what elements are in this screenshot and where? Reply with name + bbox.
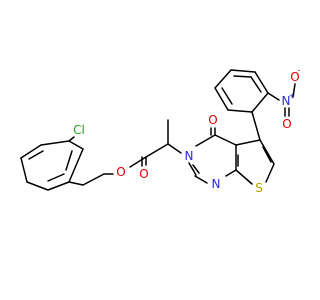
- bond: [267, 92, 280, 101]
- bond: [292, 83, 296, 98]
- bond: [167, 143, 182, 154]
- bond: [254, 71, 269, 94]
- bond: [225, 169, 237, 177]
- bond: [68, 181, 84, 186]
- bonds: [20, 69, 296, 191]
- ester-oxygen-atom: O: [116, 165, 125, 179]
- bond: [251, 111, 261, 141]
- bond: [195, 134, 216, 147]
- bond: [68, 140, 84, 150]
- bond: [47, 181, 70, 191]
- molecule-structure: Cl O O N O N S N + O - O: [20, 66, 300, 196]
- bond: [233, 75, 252, 78]
- bond: [20, 157, 28, 183]
- nitro-oxygen-charge: -: [298, 66, 300, 75]
- bond: [250, 76, 262, 93]
- molecule-canvas: Cl O O N O N S N + O - O: [20, 66, 300, 196]
- bond: [214, 87, 229, 111]
- nitro-oxygen-atom: O: [282, 117, 291, 131]
- bond: [68, 148, 84, 183]
- thiophene-sulfur-atom: S: [255, 181, 263, 195]
- bond: [192, 164, 200, 174]
- bond: [47, 173, 65, 182]
- bond: [129, 156, 147, 168]
- carbonyl-oxygen-atom: O: [139, 167, 148, 181]
- bond: [20, 144, 42, 159]
- ketone-oxygen-atom: O: [208, 113, 217, 127]
- bond: [221, 87, 233, 105]
- bond: [214, 69, 232, 89]
- bond: [188, 162, 197, 176]
- bond: [65, 150, 73, 171]
- bond: [230, 69, 256, 73]
- bond: [145, 143, 169, 158]
- nitro-oxygen-anion-atom: O: [290, 70, 299, 84]
- bond: [194, 175, 208, 184]
- bond: [259, 139, 275, 165]
- bond: [265, 163, 275, 183]
- bond: [68, 136, 75, 142]
- bond: [26, 181, 49, 191]
- bond: [227, 109, 253, 113]
- nitro-nitrogen-charge: +: [289, 92, 296, 101]
- chlorine-atom: Cl: [73, 123, 85, 137]
- bond: [235, 139, 261, 146]
- ring-nitrogen-n1-atom: N: [212, 177, 221, 191]
- bond: [262, 146, 272, 163]
- bond: [40, 140, 70, 146]
- bond: [28, 150, 44, 160]
- atom-labels: Cl O O N O N S N + O - O: [73, 66, 300, 196]
- bond: [214, 134, 237, 146]
- bond: [235, 169, 253, 185]
- bond: [82, 173, 105, 186]
- bond: [251, 92, 269, 113]
- nitro-nitrogen-atom: N: [282, 94, 291, 108]
- ring-nitrogen-n3-atom: N: [185, 149, 194, 163]
